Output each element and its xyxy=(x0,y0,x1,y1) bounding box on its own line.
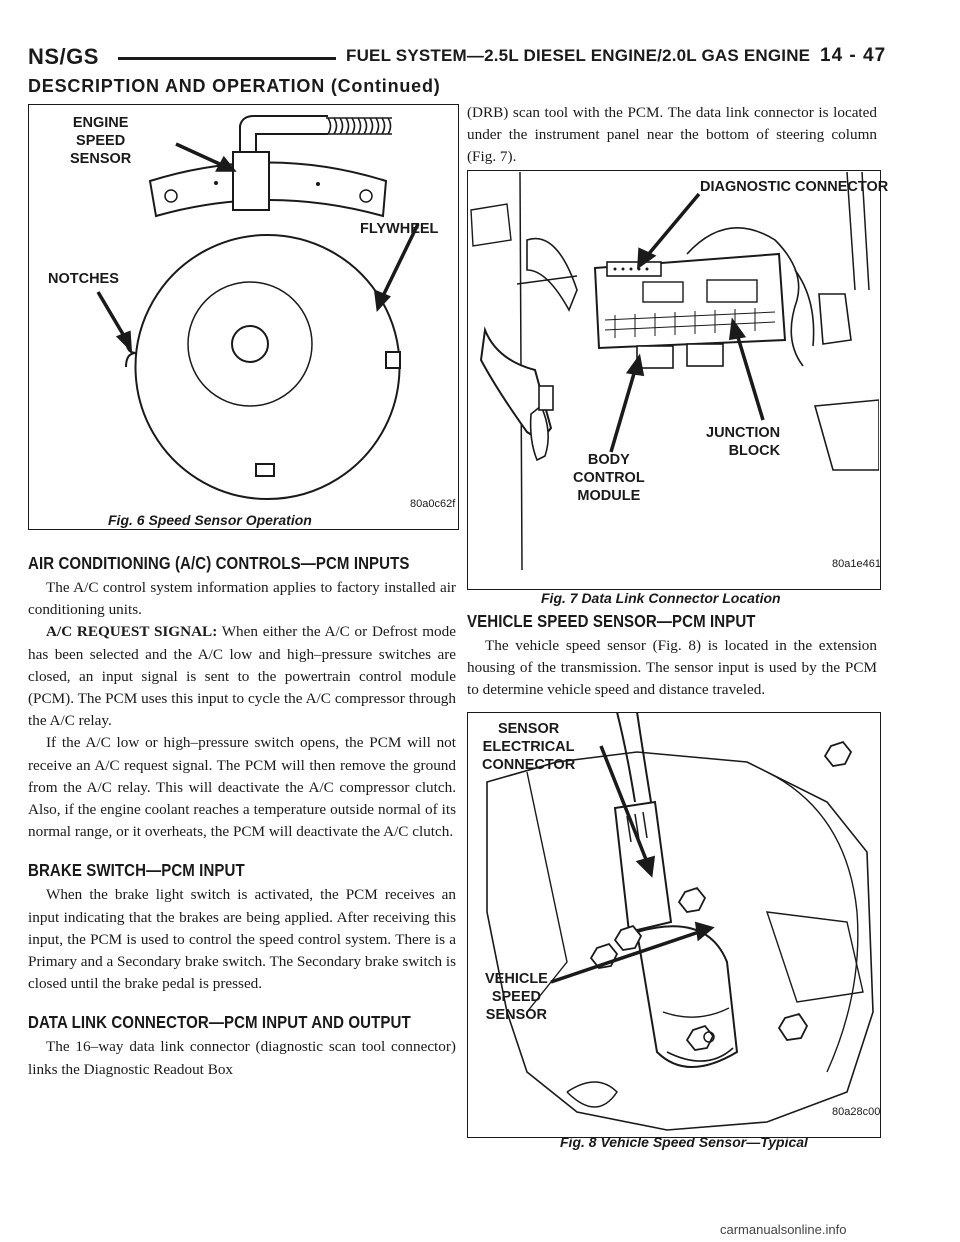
fig8-caption: Fig. 8 Vehicle Speed Sensor—Typical xyxy=(560,1134,808,1150)
header-rule xyxy=(118,57,336,60)
dlc-paragraph: The 16–way data link connector (diagnost… xyxy=(28,1038,456,1078)
brake-paragraph: When the brake light switch is activated… xyxy=(28,886,456,993)
ac-request-signal-text: When either the A/C or Defrost mode has … xyxy=(28,623,456,730)
fig8-callout-sensor-electrical-connector: SENSOR ELECTRICAL CONNECTOR xyxy=(482,721,576,773)
fig8-callout-vehicle-speed-sensor: VEHICLE SPEED SENSOR xyxy=(485,971,548,1023)
fig6-caption: Fig. 6 Speed Sensor Operation xyxy=(108,512,312,528)
fig7-caption: Fig. 7 Data Link Connector Location xyxy=(541,590,781,606)
heading-vehicle-speed-sensor: VEHICLE SPEED SENSOR—PCM INPUT xyxy=(467,611,756,631)
fig7-frame xyxy=(467,170,881,590)
fig6-frame xyxy=(28,104,459,530)
right-column-middle: VEHICLE SPEED SENSOR—PCM INPUT The vehic… xyxy=(467,610,877,702)
fig6-callout-engine-speed-sensor: ENGINE SPEED SENSOR xyxy=(70,115,132,167)
left-column: AIR CONDITIONING (A/C) CONTROLS—PCM INPU… xyxy=(28,552,456,1081)
fig7-illustration xyxy=(467,170,879,590)
fig7-callout-diagnostic-connector: DIAGNOSTIC CONNECTOR xyxy=(700,179,889,195)
heading-data-link-connector: DATA LINK CONNECTOR—PCM INPUT AND OUTPUT xyxy=(28,1012,411,1033)
vss-paragraph: The vehicle speed sensor (Fig. 8) is loc… xyxy=(467,637,877,699)
heading-ac-controls: AIR CONDITIONING (A/C) CONTROLS—PCM INPU… xyxy=(28,553,410,573)
fig6-illustration xyxy=(28,104,458,530)
ac-paragraph-2: A/C REQUEST SIGNAL: When either the A/C … xyxy=(28,621,456,732)
header-model: NS/GS xyxy=(28,44,99,69)
fig8-frame xyxy=(467,712,881,1138)
ac-request-signal-label: A/C REQUEST SIGNAL: xyxy=(46,623,218,641)
fig8-code: 80a28c00 xyxy=(832,1106,881,1118)
page-number: 14 - 47 xyxy=(820,45,887,66)
fig7-callout-body-control-module: BODY CONTROL MODULE xyxy=(573,452,645,504)
fig6-callout-notches: NOTCHES xyxy=(48,271,119,287)
heading-brake-switch: BRAKE SWITCH—PCM INPUT xyxy=(28,860,245,881)
dlc-paragraph-continued: (DRB) scan tool with the PCM. The data l… xyxy=(467,104,877,166)
fig7-callout-junction-block: JUNCTION BLOCK xyxy=(706,425,781,459)
header-title: FUEL SYSTEM—2.5L DIESEL ENGINE/2.0L GAS … xyxy=(346,46,811,65)
right-column-top: (DRB) scan tool with the PCM. The data l… xyxy=(467,102,877,169)
fig7-code: 80a1e461 xyxy=(832,558,881,570)
fig8-illustration xyxy=(467,712,879,1138)
fig6-callout-flywheel: FLYWHEEL xyxy=(360,221,439,237)
ac-paragraph-3: If the A/C low or high–pressure switch o… xyxy=(28,734,456,841)
section-heading: DESCRIPTION AND OPERATION (Continued) xyxy=(28,76,441,96)
footer-watermark: carmanualsonline.info xyxy=(720,1222,847,1237)
ac-paragraph-1: The A/C control system information appli… xyxy=(28,579,456,619)
fig6-code: 80a0c62f xyxy=(410,498,456,510)
